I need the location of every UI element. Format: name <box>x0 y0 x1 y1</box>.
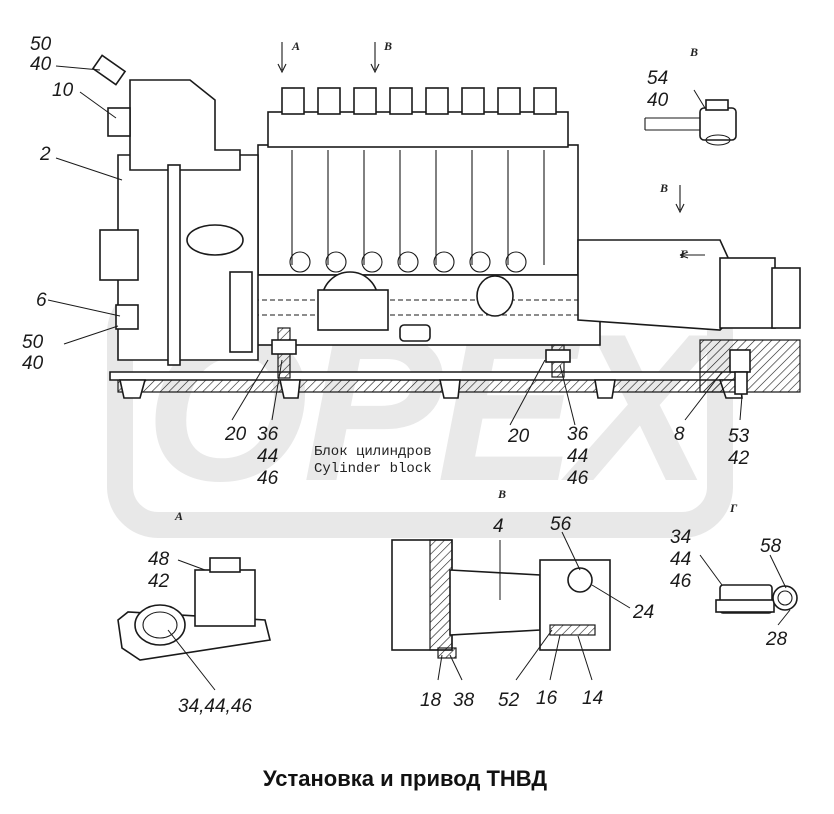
stud-mid <box>545 344 571 378</box>
fitting-6 <box>115 304 139 330</box>
callout-24: 24 <box>632 602 654 623</box>
view-g-detail: Г <box>715 501 798 614</box>
oval-cover <box>186 224 244 256</box>
support-post <box>167 164 181 366</box>
callout-40-left: 40 <box>22 353 44 374</box>
view-b-detail: В <box>644 45 737 146</box>
view-b-title: В <box>689 45 698 59</box>
pump-port <box>476 275 514 317</box>
view-b-section-title: В <box>497 487 506 501</box>
callout-42-a: 42 <box>148 571 170 592</box>
inscription-line2: Cylinder block <box>314 461 432 477</box>
callout-38: 38 <box>453 690 475 711</box>
callout-44-g: 44 <box>670 549 691 570</box>
drive-coupling <box>719 257 776 329</box>
pump-body <box>257 144 579 276</box>
callout-46-g: 46 <box>670 571 692 592</box>
callout-40-right: 40 <box>647 90 669 111</box>
pump-cylinder-ribs <box>291 150 545 265</box>
block-base <box>109 371 741 381</box>
callout-50-top: 50 <box>30 34 52 55</box>
drive-shaft <box>577 239 731 331</box>
callout-44-mid: 44 <box>567 446 588 467</box>
callout-40-top: 40 <box>30 54 52 75</box>
view-a-detail: А <box>117 509 271 661</box>
callout-20-mid: 20 <box>507 426 530 447</box>
callout-56: 56 <box>550 514 572 535</box>
callout-28: 28 <box>765 629 788 650</box>
view-a-title: А <box>174 509 183 523</box>
coupling-flange <box>771 267 801 329</box>
main-pump-view <box>91 54 801 399</box>
callout-50-left: 50 <box>22 332 44 353</box>
stud-left <box>271 327 297 379</box>
stud-53 <box>734 371 748 395</box>
callout-54: 54 <box>647 68 668 89</box>
callout-58: 58 <box>760 536 782 557</box>
callout-36-left: 36 <box>257 424 279 445</box>
callout-36-mid: 36 <box>567 424 589 445</box>
callout-53: 53 <box>728 426 750 447</box>
arrow-label-a: А <box>291 39 300 53</box>
arrow-label-g: Г <box>679 247 688 261</box>
callout-34-g: 34 <box>670 527 691 548</box>
callout-42-right: 42 <box>728 448 750 469</box>
arrow-label-b: В <box>383 39 392 53</box>
fitting-8 <box>729 349 751 373</box>
callout-8: 8 <box>674 424 685 445</box>
callout-4: 4 <box>493 516 504 537</box>
callout-46-left: 46 <box>257 468 279 489</box>
view-arrows <box>277 42 685 214</box>
callout-52: 52 <box>498 690 520 711</box>
injector-sections <box>267 87 569 148</box>
callout-18: 18 <box>420 690 442 711</box>
leader-lines <box>47 65 791 691</box>
callout-48: 48 <box>148 549 170 570</box>
callout-6: 6 <box>36 290 47 311</box>
callout-20-left: 20 <box>224 424 247 445</box>
callout-10: 10 <box>52 80 74 101</box>
mount-bracket <box>229 271 253 353</box>
cam-circles <box>289 251 527 273</box>
callout-34-44-46-a: 34,44,46 <box>178 696 252 717</box>
callout-46-mid: 46 <box>567 468 589 489</box>
inscription-line1: Блок цилиндров <box>314 444 432 460</box>
callout-2: 2 <box>39 144 51 165</box>
small-plate <box>399 324 431 342</box>
top-left-bracket <box>129 79 241 171</box>
callout-14: 14 <box>582 688 603 709</box>
governor-plate <box>317 289 389 331</box>
callout-44-left: 44 <box>257 446 278 467</box>
arrow-label-b-right: В <box>659 181 668 195</box>
fitting-top <box>91 54 127 86</box>
diagram-title: Установка и привод ТНВД <box>263 766 547 791</box>
callouts: 50 40 10 2 6 50 40 20 36 44 46 20 36 44 … <box>22 34 788 717</box>
view-b-section: В <box>391 487 611 659</box>
view-g-title: Г <box>729 501 738 515</box>
left-fitting <box>99 229 139 281</box>
fitting-10 <box>107 107 131 137</box>
callout-16: 16 <box>536 688 558 709</box>
